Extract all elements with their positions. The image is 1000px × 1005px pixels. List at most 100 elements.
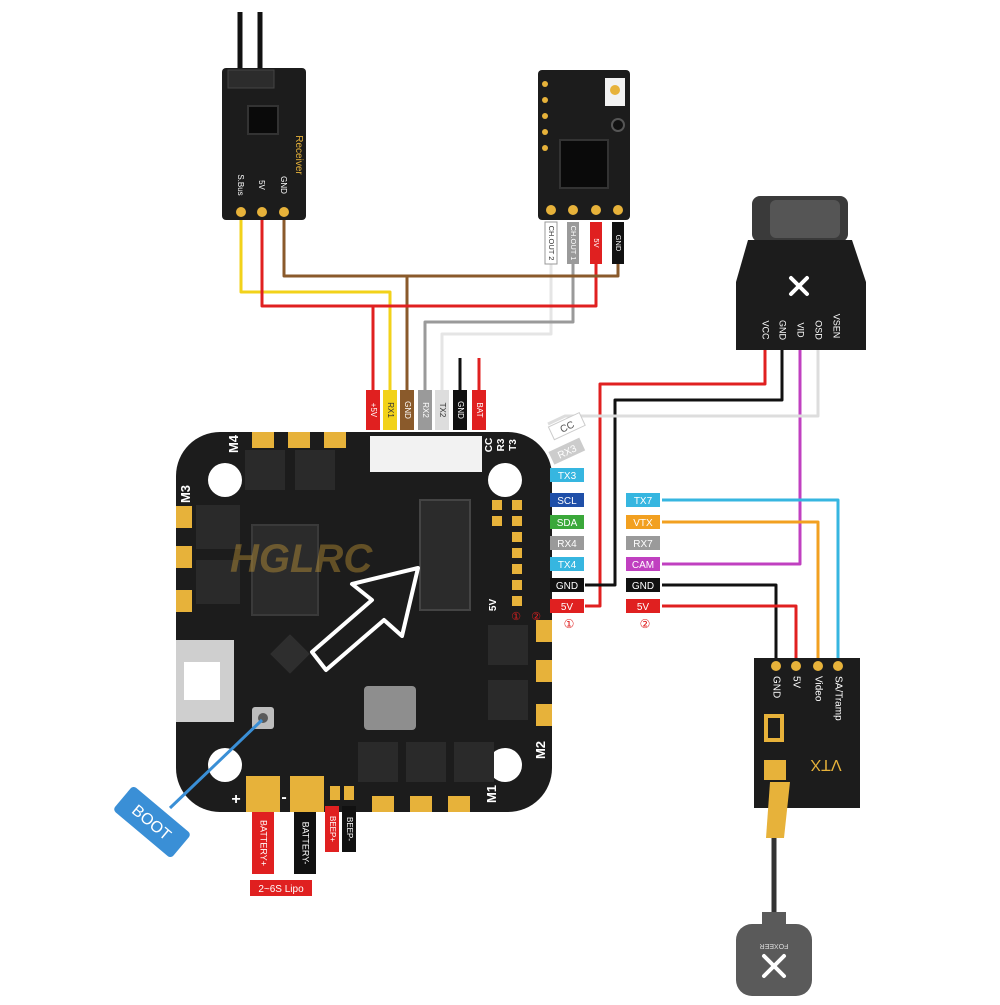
receiver-pwm: CH.OUT 2 CH.OUT 1 5V GND bbox=[538, 70, 630, 265]
vtx-pin-gnd: GND bbox=[770, 676, 781, 698]
camera-pin-gnd: GND bbox=[778, 320, 788, 341]
fc-corner-t3: T3 bbox=[508, 439, 519, 451]
fet-chip-5 bbox=[488, 625, 528, 665]
vtx-antenna-connector bbox=[766, 782, 790, 838]
side-tag-bg-1 bbox=[548, 437, 586, 465]
side-tag-bg-7 bbox=[550, 578, 584, 592]
fet-chip-6 bbox=[488, 680, 528, 720]
side-tag-7: GND bbox=[550, 578, 584, 592]
vtx-side-label-0: TX7 bbox=[634, 496, 653, 507]
battery-pad-minus bbox=[290, 776, 324, 812]
fet-chip-3 bbox=[196, 505, 240, 549]
side-tag-8: 5V bbox=[550, 599, 584, 613]
board-circled-two: ② bbox=[531, 611, 541, 623]
receiver2-pad-3 bbox=[542, 113, 548, 119]
mount-hole-br bbox=[488, 748, 522, 782]
vtx-pad-5v bbox=[791, 661, 801, 671]
receiver2-pad-4 bbox=[542, 129, 548, 135]
battery-leads: BATTERY+ BATTERY- BEEP+ BEEP- 2~6S Lipo bbox=[250, 806, 356, 896]
camera: VCC GND VID OSD VSEN bbox=[736, 196, 866, 350]
fet-chip-4 bbox=[196, 560, 240, 604]
side-tag-label-5: RX4 bbox=[557, 539, 577, 550]
osd-chip bbox=[419, 499, 471, 611]
side-tag-bg-4 bbox=[550, 515, 584, 529]
receiver-brand: Receiver bbox=[293, 135, 304, 175]
receiver2-tag-chout2 bbox=[544, 221, 558, 265]
receiver2-pin-chout2: CH.OUT 2 bbox=[547, 226, 556, 261]
fc-top-label-5: GND bbox=[456, 401, 465, 419]
fc-top-label-0: +5V bbox=[369, 403, 378, 418]
vtx-ufl bbox=[764, 760, 786, 780]
wire-vtx-5v bbox=[662, 604, 798, 665]
fc-top-tag-4 bbox=[435, 390, 449, 430]
wire-rx1-gnd bbox=[282, 218, 409, 395]
side-tag-label-4: SDA bbox=[557, 518, 578, 529]
wire-vtx-gnd bbox=[662, 583, 778, 665]
usb-port-inner bbox=[184, 662, 220, 700]
camera-pin-osd: OSD bbox=[814, 320, 824, 340]
brand-logo: HGLRC bbox=[230, 537, 373, 581]
battery-plus-label: BATTERY+ bbox=[259, 820, 269, 866]
side-tag-3: SCL bbox=[550, 493, 584, 507]
beep-pad-plus bbox=[330, 786, 340, 800]
wire-cam-vcc bbox=[585, 345, 767, 608]
side-tag-5: RX4 bbox=[550, 536, 584, 550]
receiver2-tag-chout1 bbox=[567, 222, 579, 264]
receiver-pin-sbus: S.Bus bbox=[236, 174, 245, 195]
vtx-side-label-4: GND bbox=[632, 581, 654, 592]
battery-minus-tag bbox=[294, 812, 316, 874]
receiver-chip bbox=[247, 105, 279, 135]
receiver2-pin-chout1: CH.OUT 1 bbox=[569, 226, 578, 261]
side-tag-bg-6 bbox=[550, 557, 584, 571]
vtx-side-label-1: VTX bbox=[633, 518, 653, 529]
fc-top-tag-5 bbox=[453, 390, 467, 430]
vtx-pin-video: Video bbox=[812, 676, 823, 702]
receiver-pad-sbus bbox=[236, 207, 246, 217]
battery-minus-label: BATTERY- bbox=[301, 822, 311, 865]
receiver2-pad-5 bbox=[542, 145, 548, 151]
fc-top-tag-0 bbox=[366, 390, 380, 430]
receiver-pad-gnd bbox=[279, 207, 289, 217]
inductor bbox=[364, 686, 416, 730]
receiver2-pin-gnd: GND bbox=[614, 235, 623, 252]
camera-pin-vid: VID bbox=[796, 322, 806, 338]
vtx-side-tag-3 bbox=[626, 557, 660, 571]
lipo-label: 2~6S Lipo bbox=[258, 884, 304, 895]
receiver2-tag-gnd bbox=[612, 222, 624, 264]
receiver2-pad-2 bbox=[542, 97, 548, 103]
flight-controller: HGLRC M4 M3 M2 M1 CC R3 T3 5V + - bbox=[176, 432, 552, 812]
wires bbox=[239, 218, 840, 916]
vtx-side-tag-1 bbox=[626, 515, 660, 529]
receiver2-button-icon bbox=[611, 118, 625, 132]
wire-vtx-tramp bbox=[662, 498, 840, 665]
beep-minus-label: BEEP- bbox=[345, 817, 354, 841]
side-tag-label-8: 5V bbox=[561, 602, 574, 613]
receiver2-pin-pad-1 bbox=[546, 205, 556, 215]
side-tag-6: TX4 bbox=[550, 557, 584, 571]
beep-plus-label: BEEP+ bbox=[328, 816, 337, 842]
side-tag-1: RX3 bbox=[548, 437, 586, 465]
vtx-module: GND 5V Video SA/Tramp VTX bbox=[754, 658, 860, 838]
battery-plus-tag bbox=[252, 812, 274, 874]
receiver2-pad-1 bbox=[542, 81, 548, 87]
beep-plus-tag bbox=[325, 806, 339, 852]
battery-plus-sign: + bbox=[231, 791, 240, 808]
vtx-pad-tramp bbox=[833, 661, 843, 671]
uart-pads bbox=[492, 500, 522, 606]
side-tag-0: CC bbox=[547, 411, 586, 441]
wire-vtx-video bbox=[662, 520, 820, 665]
vtx-pin-5v: 5V bbox=[790, 676, 801, 689]
antenna-brand: FOXEER bbox=[760, 942, 789, 949]
vtx-side-tag-5 bbox=[626, 599, 660, 613]
side-tag-label-6: TX4 bbox=[558, 560, 577, 571]
circled-two: ② bbox=[640, 617, 651, 631]
fc-corner-r3: R3 bbox=[496, 438, 507, 451]
fc-top-tag-2 bbox=[400, 390, 414, 430]
receiver-sbus: Receiver S.Bus 5V GND bbox=[222, 12, 306, 220]
vtx-pad-gnd bbox=[771, 661, 781, 671]
camera-lens-ring bbox=[770, 200, 840, 238]
motor-label-m1: M1 bbox=[484, 785, 499, 803]
vtx-header-inner bbox=[768, 718, 780, 738]
